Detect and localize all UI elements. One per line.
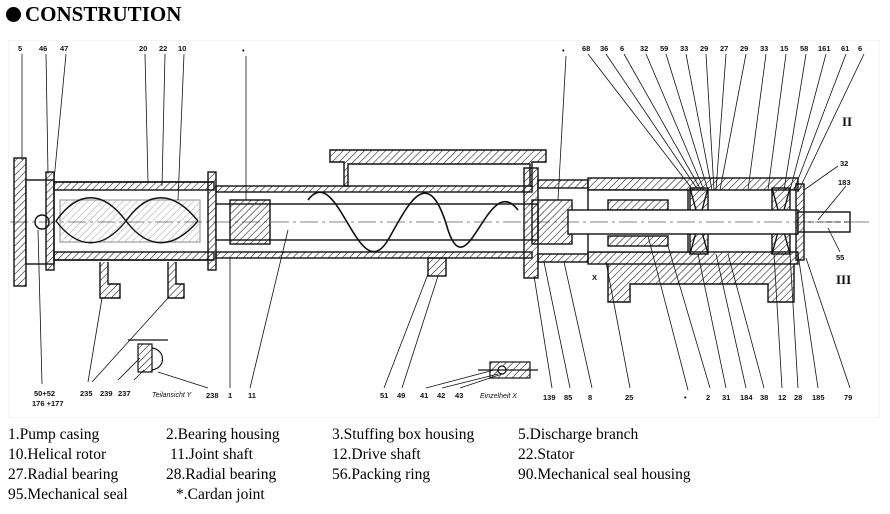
label: 79 [844,393,852,402]
label: • [242,46,245,55]
label: 38 [760,393,768,402]
label: 36 [600,44,608,53]
label: 183 [838,178,851,187]
x-mark: X [592,273,597,282]
section-title-text: CONSTRUTION [25,2,182,26]
label: 176 +177 [32,399,64,408]
bottom-labels: 50+52 176 +177 235 239 237 238 1 11 51 4… [32,389,852,408]
legend-item: 3.Stuffing box housing [332,426,475,443]
legend-item: 90.Mechanical seal housing [518,466,691,483]
legend-item: 5.Discharge branch [518,426,639,443]
label: 43 [455,391,463,400]
label: 22 [159,44,167,53]
label: 184 [740,393,753,402]
label: 11 [248,391,256,400]
legend-item: 27.Radial bearing [8,466,119,483]
legend-item: 12.Drive shaft [332,446,421,463]
bullet-icon [6,7,21,22]
label: 8 [588,393,592,402]
legend-item: 22.Stator [518,446,575,463]
label: 239 [100,389,113,398]
legend-item: 56.Packing ring [332,466,431,483]
view-y-caption: Teilansicht Y [152,392,193,399]
label: 238 [206,391,219,400]
partial-view-y [128,339,168,373]
label: 6 [858,44,862,53]
detail-x-caption: Einzelheit X [480,393,517,400]
label: 10 [178,44,186,53]
right-labels: 32 183 55 II III X [592,114,852,287]
label: 51 [380,391,388,400]
label: 41 [420,391,428,400]
label: 46 [39,44,47,53]
label: 25 [625,393,633,402]
label: 237 [118,389,131,398]
pump-body [10,149,870,303]
label: 1 [228,391,232,400]
label: 139 [543,393,556,402]
label: 33 [760,44,768,53]
label: 29 [740,44,748,53]
label: 59 [660,44,668,53]
legend-item: 10.Helical rotor [8,446,107,463]
label: 85 [564,393,572,402]
label: 6 [620,44,624,53]
label: 32 [640,44,648,53]
label: 12 [778,393,786,402]
legend-item: *.Cardan joint [176,486,265,503]
detail-x [478,361,538,379]
section-mark: II [842,114,852,129]
label: 32 [840,159,848,168]
section-mark: III [836,272,851,287]
label: 61 [841,44,849,53]
section-title: CONSTRUTION [6,2,181,27]
leader-lines [21,53,865,391]
label: 47 [60,44,68,53]
legend-item: 95.Mechanical seal [8,486,128,503]
label: 20 [139,44,147,53]
label: 28 [794,393,802,402]
label: 5 [18,44,22,53]
legend-item: 11.Joint shaft [170,446,253,463]
label: 31 [722,393,730,402]
top-labels: 5 46 47 20 22 10 • • 68 36 6 32 59 33 29… [18,44,862,55]
pump-cross-section-drawing: 5 46 47 20 22 10 • • 68 36 6 32 59 33 29… [8,40,880,418]
label: 55 [836,253,844,262]
legend-item: 1.Pump casing [8,426,100,443]
legend-item: 2.Bearing housing [166,426,280,443]
legend-item: 28.Radial bearing [166,466,277,483]
label: 2 [706,393,710,402]
label: 49 [397,391,405,400]
label: 58 [800,44,808,53]
label: 15 [780,44,788,53]
label: 27 [720,44,728,53]
label: • [684,393,687,402]
label: 33 [680,44,688,53]
label: • [562,46,565,55]
label: 42 [437,391,445,400]
label: 68 [582,44,590,53]
label: 235 [80,389,93,398]
label: 161 [818,44,831,53]
label: 185 [812,393,825,402]
label: 50+52 [34,389,55,398]
label: 29 [700,44,708,53]
